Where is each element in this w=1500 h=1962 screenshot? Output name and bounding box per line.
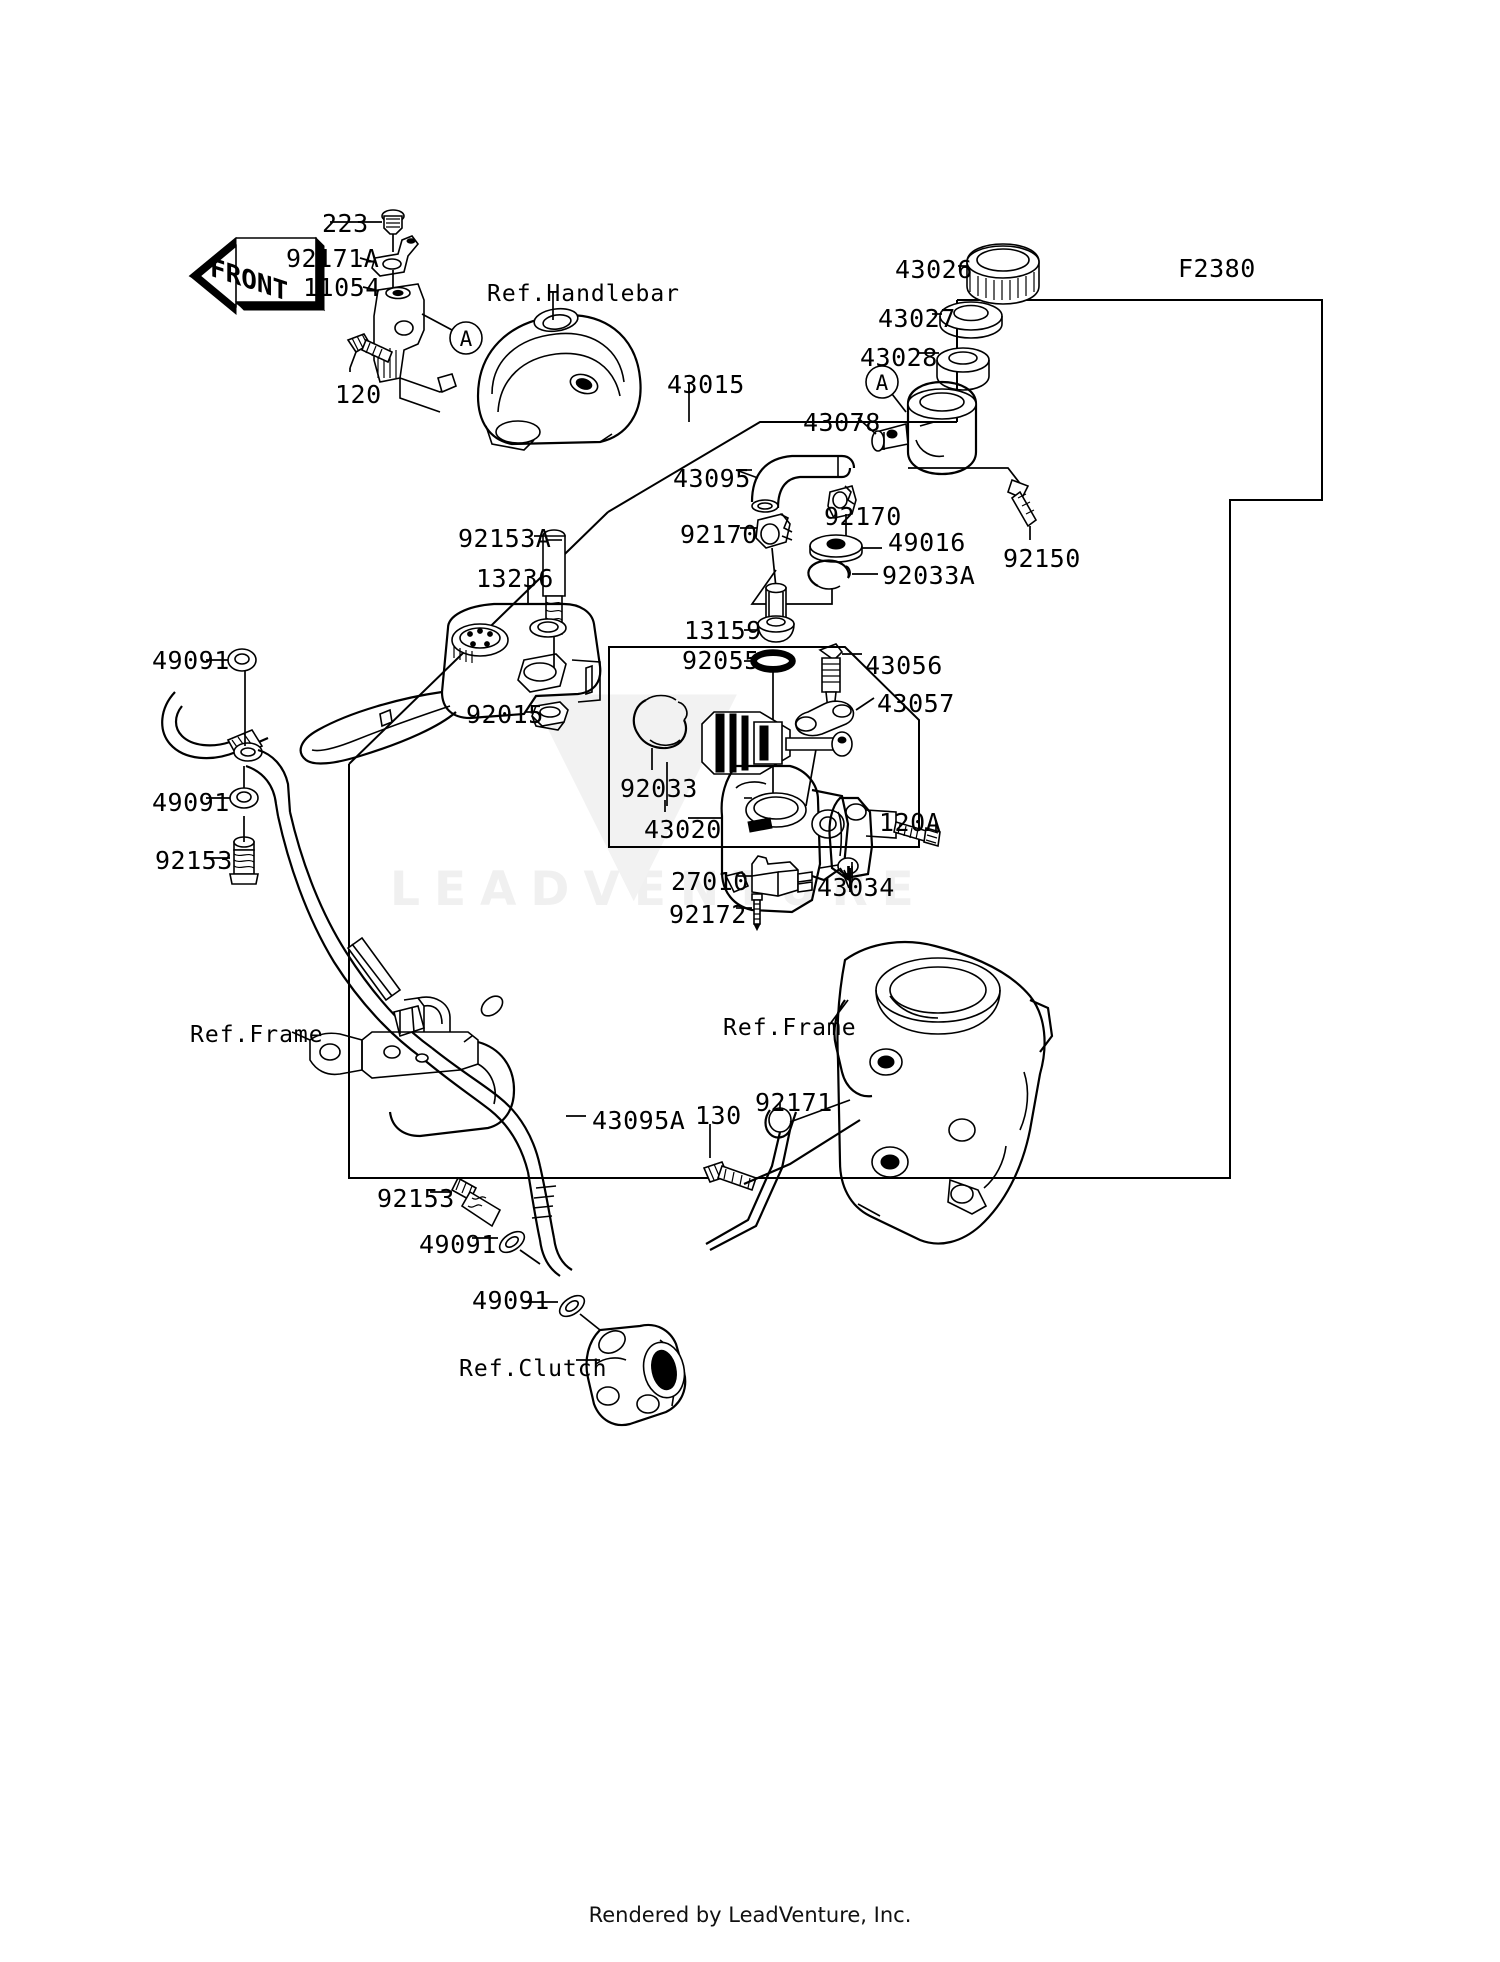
ref-frame-bracket-left — [291, 996, 516, 1138]
part-label-92153[interactable]: 92153 — [155, 846, 233, 875]
diagram-code: F2380 — [1178, 254, 1256, 283]
part-43095A — [276, 811, 586, 1277]
part-label-92033a[interactable]: 92033A — [882, 561, 976, 590]
part-label-11054[interactable]: 11054 — [303, 273, 381, 302]
part-label-ref-frame[interactable]: Ref.Frame — [190, 1022, 324, 1048]
part-120 — [346, 333, 394, 372]
part-43095-hose — [736, 454, 856, 513]
part-27010 — [738, 855, 813, 897]
part-label-92150[interactable]: 92150 — [1003, 544, 1081, 573]
part-label-43020[interactable]: 43020 — [644, 815, 722, 844]
part-label-43056[interactable]: 43056 — [865, 651, 943, 680]
part-label-43034[interactable]: 43034 — [817, 873, 895, 902]
part-92150 — [1007, 478, 1038, 540]
part-label-43028[interactable]: 43028 — [860, 343, 938, 372]
part-label-92153a[interactable]: 92153A — [458, 524, 552, 553]
part-92153-left — [206, 816, 259, 885]
part-49091-mid — [206, 766, 259, 809]
part-label-43027[interactable]: 43027 — [878, 304, 956, 333]
part-label-223[interactable]: 223 — [322, 209, 369, 238]
part-92015 — [526, 701, 569, 731]
part-label-43026[interactable]: 43026 — [895, 255, 973, 284]
callout-a-right: A — [865, 365, 907, 413]
part-43028 — [918, 347, 990, 391]
part-label-49091[interactable]: 49091 — [472, 1286, 550, 1315]
part-130 — [702, 1119, 861, 1192]
part-label-92171a[interactable]: 92171A — [286, 244, 380, 273]
part-43056 — [818, 643, 862, 711]
part-label-49016[interactable]: 49016 — [888, 528, 966, 557]
callout-a-left: A — [421, 313, 483, 355]
part-92171A — [371, 235, 420, 290]
svg-text:A: A — [460, 327, 473, 351]
part-43020 — [664, 764, 850, 914]
part-43027 — [932, 301, 1003, 339]
part-reservoir-body — [871, 380, 978, 476]
part-label-43057[interactable]: 43057 — [877, 689, 955, 718]
part-92153-lower — [430, 1176, 502, 1228]
part-120A — [865, 809, 941, 848]
part-label-120[interactable]: 120 — [335, 380, 382, 409]
part-92170-upper — [827, 485, 857, 540]
watermark-logo: ▼ — [530, 617, 738, 932]
part-label-ref-clutch[interactable]: Ref.Clutch — [459, 1356, 608, 1382]
front-arrow-icon: FRONT — [188, 236, 326, 316]
part-label-27010[interactable]: 27010 — [671, 867, 749, 896]
part-label-92033[interactable]: 92033 — [620, 774, 698, 803]
part-92170-lower — [740, 513, 793, 589]
part-label-92055[interactable]: 92055 — [682, 646, 760, 675]
part-label-92172[interactable]: 92172 — [669, 900, 747, 929]
part-223 — [381, 209, 405, 252]
part-label-43095a[interactable]: 43095A — [592, 1106, 686, 1135]
part-label-ref-frame[interactable]: Ref.Frame — [723, 1015, 857, 1041]
part-label-92015[interactable]: 92015 — [466, 700, 544, 729]
part-13236 — [299, 576, 602, 765]
part-label-43015[interactable]: 43015 — [667, 370, 745, 399]
part-49091-upper — [206, 648, 257, 746]
part-43095-upper-hose-left — [161, 691, 292, 817]
part-43026 — [958, 243, 1040, 305]
part-label-120a[interactable]: 120A — [879, 808, 942, 837]
part-label-92153[interactable]: 92153 — [377, 1184, 455, 1213]
ref-frame-right — [829, 940, 1054, 1245]
part-label-43078[interactable]: 43078 — [803, 408, 881, 437]
part-43057 — [794, 697, 875, 807]
part-92055 — [744, 649, 796, 806]
part-92172 — [736, 893, 763, 932]
part-13159 — [744, 582, 795, 643]
watermark-text: LEADVENTURE — [390, 862, 928, 917]
part-label-43095[interactable]: 43095 — [673, 464, 751, 493]
part-92171-clip — [705, 1099, 851, 1251]
part-label-130[interactable]: 130 — [695, 1101, 742, 1130]
part-label-49091[interactable]: 49091 — [152, 646, 230, 675]
part-label-49091[interactable]: 49091 — [152, 788, 230, 817]
part-label-13159[interactable]: 13159 — [684, 616, 762, 645]
part-label-92170[interactable]: 92170 — [680, 520, 758, 549]
part-handlebar-housing — [476, 307, 642, 451]
part-label-49091[interactable]: 49091 — [419, 1230, 497, 1259]
part-49091-lower2 — [525, 1294, 601, 1331]
part-92033A — [750, 559, 878, 605]
part-label-92170[interactable]: 92170 — [824, 502, 902, 531]
inset-box-92033 — [608, 646, 920, 848]
part-49016 — [809, 534, 882, 563]
part-11054 — [373, 283, 457, 413]
svg-text:A: A — [876, 371, 889, 395]
part-label-92171[interactable]: 92171 — [755, 1088, 833, 1117]
part-label-ref-handlebar[interactable]: Ref.Handlebar — [487, 281, 681, 307]
part-label-13236[interactable]: 13236 — [476, 564, 554, 593]
footer-credit: Rendered by LeadVenture, Inc. — [588, 1903, 912, 1927]
ref-clutch-slave — [576, 1323, 687, 1427]
part-49091-lower1 — [472, 1230, 541, 1265]
